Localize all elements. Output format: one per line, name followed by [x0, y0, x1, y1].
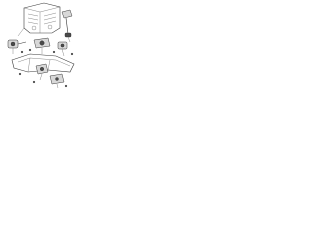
transmission-mount [33, 37, 51, 49]
mounting-bolts [18, 48, 74, 88]
subframe-crossmember [11, 53, 75, 73]
lower-bracket [49, 73, 65, 85]
leader-lines [12, 27, 71, 89]
parts-diagram [7, 2, 75, 89]
roll-stopper [35, 63, 49, 75]
engine-mount-right-lower [57, 41, 68, 50]
engine-mount-bracket-right [61, 9, 73, 38]
engine-mount-left [7, 39, 27, 49]
engine-block [23, 2, 61, 34]
